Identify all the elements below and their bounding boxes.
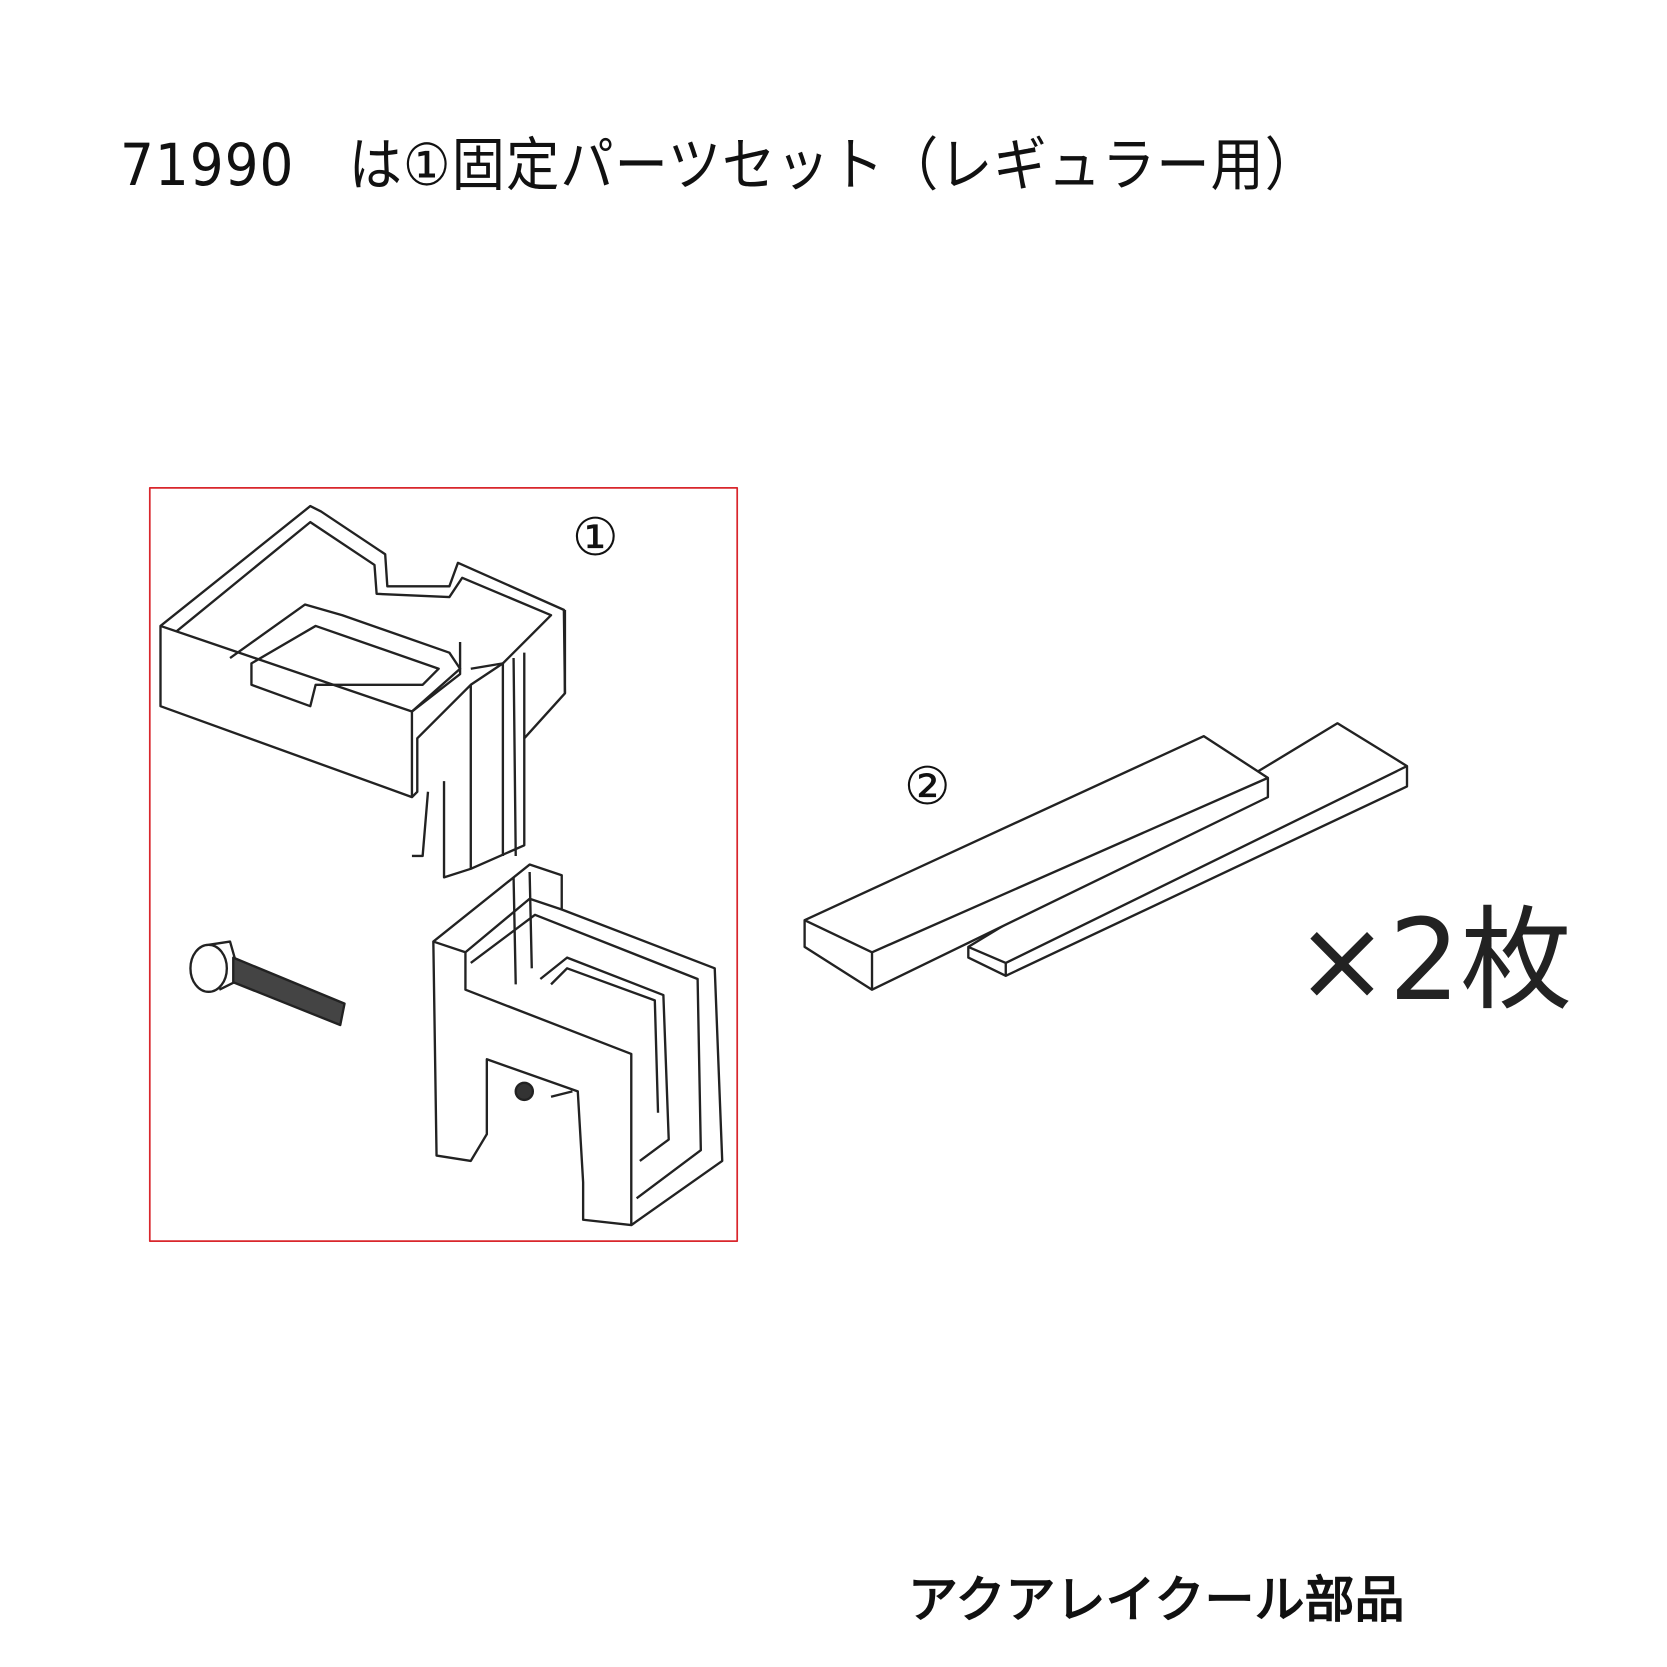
callout-part2: ② xyxy=(904,757,951,817)
product-title: 71990 は①固定パーツセット（レギュラー用） xyxy=(120,131,1320,199)
callout-part1: ① xyxy=(572,508,619,568)
lower-bracket xyxy=(432,863,724,1227)
quantity-label: ×2枚 xyxy=(1295,896,1573,1026)
upper-bracket xyxy=(159,504,567,879)
plate-front xyxy=(803,734,1270,991)
brand-footer: アクアレイクール部品 xyxy=(908,1571,1405,1629)
part1-highlight-frame xyxy=(148,487,739,1243)
plate-back xyxy=(967,722,1409,977)
screw xyxy=(189,940,346,1027)
